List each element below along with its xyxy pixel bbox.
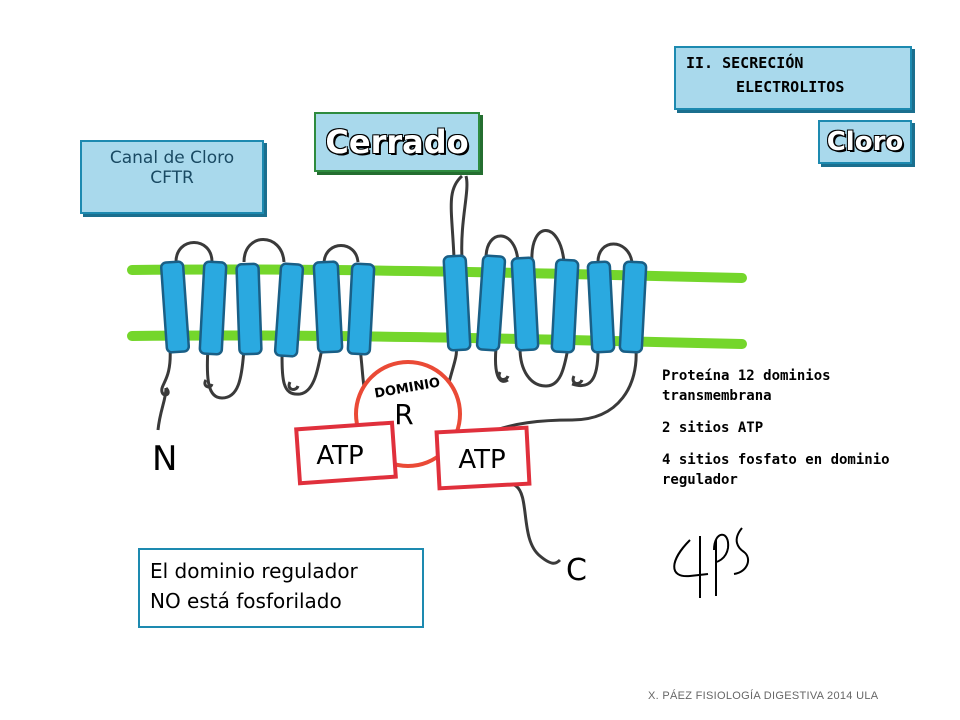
facts-list: Proteína 12 dominios transmembrana 2 sit… [662, 366, 892, 502]
c-terminus-label: C [566, 553, 587, 588]
extracellular-loops [174, 174, 634, 263]
helix-tm5 [312, 260, 344, 354]
regulatory-domain-letter: R [394, 398, 413, 431]
helix-tm8 [475, 254, 507, 352]
section-title-box: II. SECRECIÓN ELECTROLITOS [674, 46, 912, 110]
note-line1: El dominio regulador [150, 559, 358, 583]
loop-hooks [203, 371, 584, 391]
atp-box-right [434, 425, 532, 491]
atp-right-label: ATP [458, 445, 505, 475]
n-terminus-label: N [152, 439, 177, 479]
helix-tm12 [618, 260, 648, 354]
helix-tm9 [510, 256, 540, 352]
atp-box-left [294, 420, 398, 486]
fact-phosphate-sites: 4 sitios fosfato en dominio regulador [662, 452, 890, 488]
helix-tm6 [346, 262, 376, 356]
state-box: Cerrado [314, 112, 480, 172]
helix-tm2 [198, 260, 228, 356]
helix-tm3 [235, 262, 263, 356]
atp-left-label: ATP [316, 441, 363, 471]
channel-label-line2: CFTR [150, 168, 194, 188]
topic-box: Cloro [818, 120, 912, 164]
handwritten-4p-scribble [673, 527, 750, 598]
section-title-line1: II. SECRECIÓN [686, 54, 804, 72]
fact-atp-sites: 2 sitios ATP [662, 420, 764, 436]
section-title-line2: ELECTROLITOS [736, 78, 845, 96]
helix-tm7 [442, 254, 472, 352]
fact-transmembrane: Proteína 12 dominios transmembrana [662, 368, 831, 404]
channel-label-line1: Canal de Cloro [109, 148, 235, 168]
helix-tm1 [159, 260, 191, 354]
note-box: El dominio regulador NO está fosforilado [138, 548, 424, 628]
state-label: Cerrado [325, 123, 469, 161]
helix-tm10 [550, 258, 580, 354]
channel-label-box: Canal de Cloro CFTR [80, 140, 264, 214]
helix-tm11 [586, 260, 616, 354]
topic-label: Cloro [826, 127, 904, 157]
note-line2: NO está fosforilado [150, 589, 342, 613]
footer-credit: X. PÁEZ FISIOLOGÍA DIGESTIVA 2014 ULA [648, 690, 879, 702]
helix-tm4 [273, 262, 305, 358]
